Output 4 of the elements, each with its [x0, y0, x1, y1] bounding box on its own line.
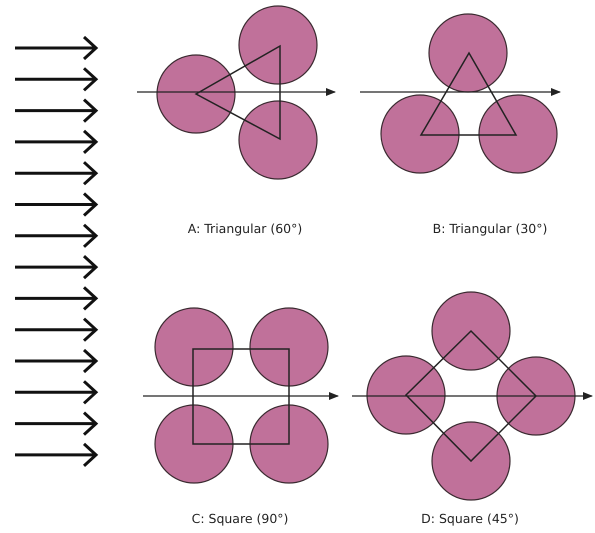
caption: A: Triangular (60°): [188, 221, 302, 236]
caption: D: Square (45°): [421, 511, 519, 526]
caption: C: Square (90°): [192, 511, 288, 526]
caption: B: Triangular (30°): [432, 221, 548, 236]
